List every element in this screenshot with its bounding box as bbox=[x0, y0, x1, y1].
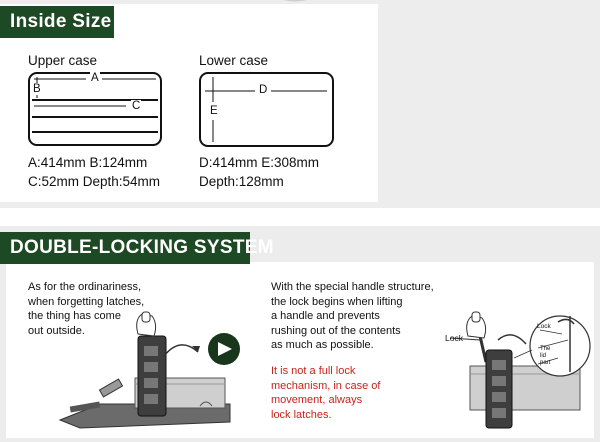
chevron-right-icon bbox=[208, 333, 240, 365]
lower-case-dims-line2: Depth:128mm bbox=[199, 174, 284, 189]
lower-case-label: Lower case bbox=[199, 53, 269, 68]
right-box-illustration bbox=[449, 311, 591, 429]
warning-text-line: mechanism, in case of bbox=[271, 379, 381, 392]
right-text-line: the lock begins when lifting bbox=[271, 295, 403, 308]
right-description: With the special handle structure, the l… bbox=[271, 280, 434, 353]
warning-text: It is not a full lock mechanism, in case… bbox=[271, 364, 380, 422]
lower-case-dims-line1: D:414mm E:308mm bbox=[199, 155, 320, 170]
left-text-line: the thing has come bbox=[28, 310, 121, 322]
inside-size-title: Inside Size bbox=[10, 11, 112, 32]
left-text-line: As for the ordinariness, bbox=[28, 281, 142, 293]
marker-a: A bbox=[90, 72, 100, 84]
left-text-line: when forgetting latches, bbox=[28, 295, 145, 308]
inset-lock-label: Lock bbox=[537, 323, 551, 330]
right-text-line: With the special handle structure, bbox=[271, 281, 434, 293]
left-box-illustration bbox=[58, 311, 231, 429]
upper-case-dims-line2: C:52mm Depth:54mm bbox=[28, 174, 161, 189]
left-description: As for the ordinariness, when forgetting… bbox=[28, 280, 144, 338]
warning-text-line: lock latches. bbox=[271, 408, 332, 421]
warning-text-line: It is not a full lock bbox=[271, 365, 356, 377]
upper-case-diagram bbox=[28, 72, 162, 146]
inset-lid-line: The bbox=[540, 346, 551, 352]
inset-lid-line: lid bbox=[540, 353, 547, 359]
marker-c: C bbox=[131, 100, 142, 112]
marker-d: D bbox=[258, 84, 269, 96]
double-locking-title: DOUBLE-LOCKING SYSTEM bbox=[10, 237, 274, 258]
right-text-line: rushing out of the contents bbox=[271, 324, 401, 337]
double-locking-header: DOUBLE-LOCKING SYSTEM bbox=[0, 232, 274, 264]
inset-lid-label: The lid part bbox=[540, 346, 550, 367]
right-text-line: a handle and prevents bbox=[271, 310, 380, 322]
marker-e: E bbox=[209, 105, 219, 117]
right-text-line: as much as possible. bbox=[271, 339, 374, 351]
inset-lid-line: part bbox=[540, 360, 551, 366]
decorative-arc bbox=[283, 0, 307, 2]
upper-case-label: Upper case bbox=[28, 53, 98, 68]
marker-b: B bbox=[32, 83, 42, 95]
lower-case-diagram bbox=[199, 72, 334, 147]
warning-text-line: movement, always bbox=[271, 394, 363, 406]
lock-label: Lock bbox=[445, 333, 463, 343]
upper-case-dims-line1: A:414mm B:124mm bbox=[28, 155, 148, 170]
left-text-line: out outside. bbox=[28, 324, 85, 337]
inside-size-header: Inside Size bbox=[0, 6, 114, 38]
